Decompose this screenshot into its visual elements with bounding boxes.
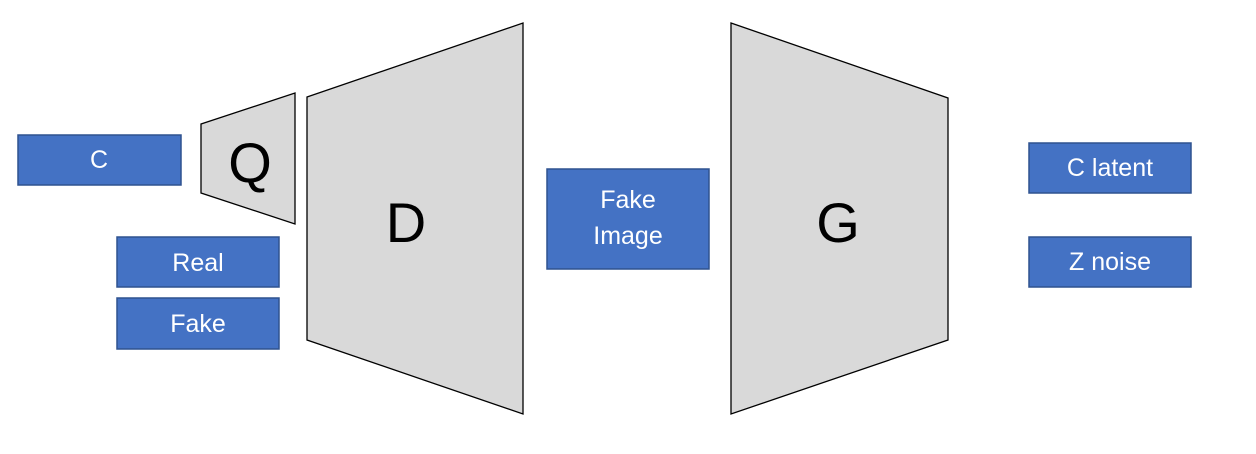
real-box: Real (116, 236, 280, 288)
fake-image-label-line2: Image (593, 222, 662, 250)
c-latent-box-rect (1028, 142, 1192, 194)
d-network: D (306, 22, 524, 415)
d-network-shape (306, 22, 524, 415)
q-network-label: Q (228, 131, 272, 194)
fake-image-label-line1: Fake (600, 186, 656, 214)
fake-image-box: Fake Image (546, 168, 710, 270)
q-network-shape (200, 92, 296, 225)
d-network-label: D (386, 191, 426, 254)
c-latent-label: C latent (1067, 154, 1153, 182)
g-network-label: G (816, 191, 860, 254)
z-noise-label: Z noise (1069, 248, 1151, 276)
fake-image-box-rect (546, 168, 710, 270)
real-label: Real (172, 249, 223, 277)
q-network: Q (200, 92, 296, 225)
real-box-rect (116, 236, 280, 288)
g-network: G (730, 22, 949, 415)
fake-box-rect (116, 297, 280, 350)
c-code-box-rect (17, 134, 182, 186)
fake-label: Fake (170, 310, 226, 338)
c-latent-box: C latent (1028, 142, 1192, 194)
g-network-shape (730, 22, 949, 415)
z-noise-box-rect (1028, 236, 1192, 288)
c-code-label: C (90, 146, 108, 174)
c-code-box: C (17, 134, 182, 186)
fake-box: Fake (116, 297, 280, 350)
z-noise-box: Z noise (1028, 236, 1192, 288)
